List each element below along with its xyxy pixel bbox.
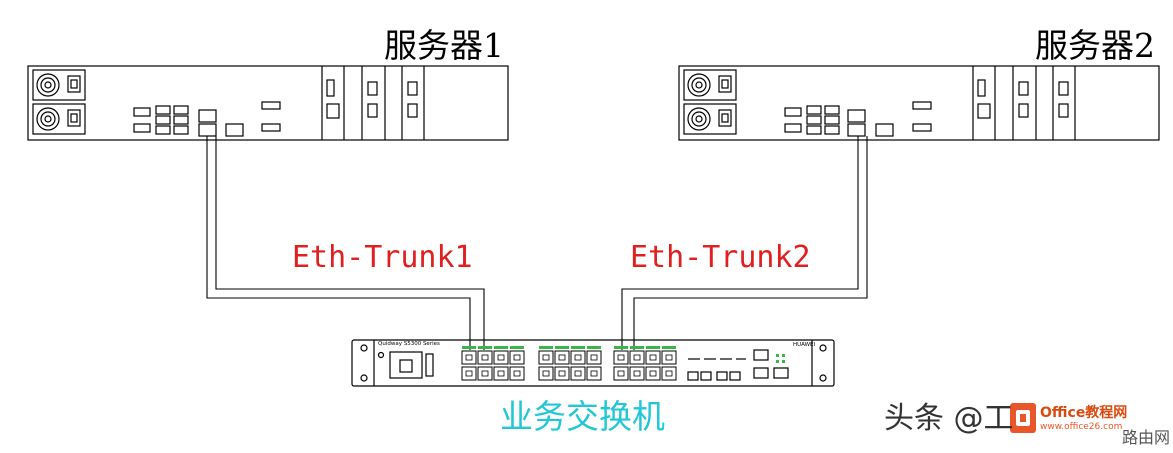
port-led xyxy=(646,346,660,349)
rj45-port xyxy=(661,366,677,381)
rj45-port xyxy=(554,350,570,365)
rj45-port xyxy=(477,366,493,381)
rj45-port xyxy=(645,350,661,365)
rj45-port-notch xyxy=(542,370,550,377)
watermark-office-text: Office教程网 xyxy=(1040,405,1128,421)
port-led xyxy=(630,346,644,349)
rj45-port-notch xyxy=(649,354,657,361)
rj45-port-notch xyxy=(481,370,489,377)
rj45-port xyxy=(538,350,554,365)
port-led xyxy=(571,346,585,349)
server-2-chassis xyxy=(678,65,1160,141)
rj45-port xyxy=(586,366,602,381)
rj45-port xyxy=(493,366,509,381)
rj45-port xyxy=(461,350,477,365)
port-led xyxy=(662,346,676,349)
server-2-label: 服务器2 xyxy=(1035,26,1155,65)
switch-port-group xyxy=(461,346,525,381)
rj45-port xyxy=(629,350,645,365)
switch-status-leds xyxy=(776,354,785,363)
server-1-label: 服务器1 xyxy=(384,26,504,65)
rj45-port xyxy=(570,350,586,365)
watermark-text: 头条 @工 xyxy=(884,401,1014,436)
rj45-port-notch xyxy=(465,370,473,377)
switch-model-text: Quidway S5300 Series xyxy=(378,341,440,347)
rj45-port xyxy=(613,366,629,381)
rj45-port xyxy=(538,366,554,381)
rj45-port-notch xyxy=(665,370,673,377)
port-led xyxy=(587,346,601,349)
rj45-port-notch xyxy=(590,370,598,377)
rj45-port xyxy=(509,366,525,381)
rj45-port xyxy=(570,366,586,381)
port-led xyxy=(555,346,569,349)
switch-port-group xyxy=(538,346,602,381)
server-1-chassis xyxy=(27,65,509,141)
rj45-port xyxy=(477,350,493,365)
rj45-port-notch xyxy=(633,370,641,377)
rj45-port-notch xyxy=(617,370,625,377)
switch-badge-text: HUAWEI xyxy=(793,342,816,348)
rj45-port-notch xyxy=(558,370,566,377)
rj45-port-notch xyxy=(665,354,673,361)
port-led xyxy=(462,346,476,349)
watermark-tail-text: 路由网 xyxy=(1122,428,1171,447)
rj45-port-notch xyxy=(513,354,521,361)
rj45-port-notch xyxy=(633,354,641,361)
rj45-port-notch xyxy=(574,370,582,377)
switch-port-group xyxy=(613,346,677,381)
rj45-port xyxy=(613,350,629,365)
port-led xyxy=(510,346,524,349)
rj45-port-notch xyxy=(590,354,598,361)
rj45-port-notch xyxy=(542,354,550,361)
rj45-port xyxy=(493,350,509,365)
rj45-port-notch xyxy=(465,354,473,361)
rj45-port xyxy=(645,366,661,381)
rj45-port-notch xyxy=(481,354,489,361)
office-logo-icon xyxy=(1010,403,1036,433)
eth-trunk-1-label: Eth-Trunk1 xyxy=(292,240,473,275)
trunk-2-cables xyxy=(621,136,868,350)
rj45-port-notch xyxy=(574,354,582,361)
watermark-office-url: www.office26.com xyxy=(1040,422,1123,432)
rj45-port xyxy=(461,366,477,381)
rj45-port xyxy=(586,350,602,365)
rj45-port-notch xyxy=(649,370,657,377)
trunk-1-cables xyxy=(206,136,485,350)
rj45-port-notch xyxy=(513,370,521,377)
rj45-port-notch xyxy=(497,354,505,361)
port-led xyxy=(614,346,628,349)
rj45-port xyxy=(554,366,570,381)
port-led xyxy=(494,346,508,349)
rj45-port xyxy=(509,350,525,365)
rj45-port-notch xyxy=(617,354,625,361)
rj45-port-notch xyxy=(497,370,505,377)
rj45-port xyxy=(661,350,677,365)
switch-port-groups xyxy=(461,346,677,381)
rj45-port xyxy=(629,366,645,381)
switch-chassis xyxy=(351,339,835,387)
switch-label: 业务交换机 xyxy=(500,397,665,436)
rj45-port-notch xyxy=(558,354,566,361)
port-led xyxy=(478,346,492,349)
port-led xyxy=(539,346,553,349)
eth-trunk-2-label: Eth-Trunk2 xyxy=(630,240,811,275)
